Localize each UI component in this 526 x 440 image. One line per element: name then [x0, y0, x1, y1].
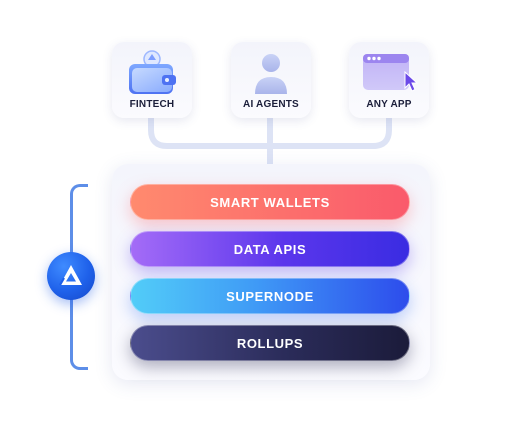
wallet-icon: [129, 50, 176, 94]
user-avatar-icon: [255, 54, 287, 94]
layer-supernode: SUPERNODE: [130, 278, 410, 314]
alchemy-logo-icon: [59, 265, 82, 286]
layer-rollups: ROLLUPS: [130, 325, 410, 361]
logo-badge: [47, 252, 95, 300]
any-app-card: ANY APP: [349, 42, 429, 118]
layer-data-apis: DATA APIS: [130, 231, 410, 267]
fintech-label: FINTECH: [129, 99, 175, 110]
fintech-card: FINTECH: [112, 42, 192, 118]
browser-window-cursor-icon: [363, 54, 419, 92]
ai-agents-label: AI AGENTS: [243, 99, 299, 110]
ai-agents-card: AI AGENTS: [231, 42, 311, 118]
any-app-label: ANY APP: [366, 99, 412, 110]
layer-smart-wallets: SMART WALLETS: [130, 184, 410, 220]
